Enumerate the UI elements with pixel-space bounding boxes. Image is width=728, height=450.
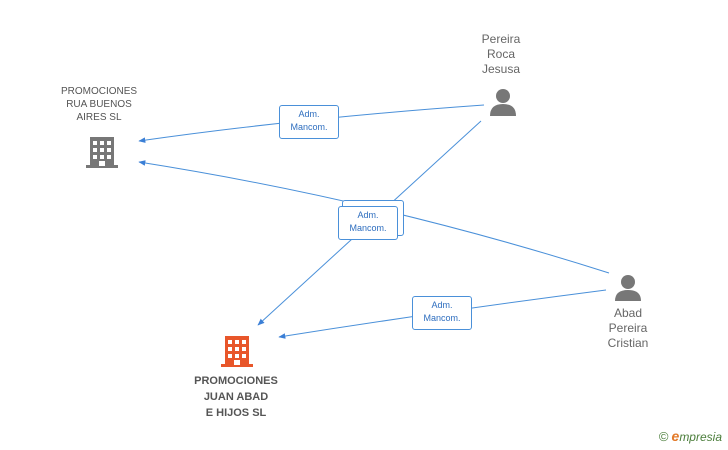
node-label-line: Jesusa [481, 62, 521, 76]
building-icon [221, 336, 253, 367]
edge-label-line: Mancom. [290, 122, 328, 132]
brand-logo-initial: e [671, 428, 680, 444]
edge-label-line: Adm. [357, 210, 379, 220]
node-label-line: Abad [613, 306, 643, 320]
edge-label-line: Adm. [431, 300, 453, 310]
copyright-symbol: © [658, 429, 669, 444]
node-label-line: Pereira [481, 32, 521, 46]
node-label-line: Cristian [607, 336, 649, 350]
node-label-line: JUAN ABAD [203, 391, 269, 403]
node-label-line: PROMOCIONES [194, 375, 278, 387]
node-label-line: RUA BUENOS [66, 99, 132, 110]
node-rua-buenos-aires[interactable]: PROMOCIONES RUA BUENOS AIRES SL [48, 85, 150, 124]
node-label-line: E HIJOS SL [205, 407, 267, 419]
person-icon [490, 89, 516, 116]
building-icon [86, 137, 118, 168]
edge-label[interactable]: Adm. Mancom. [279, 105, 339, 139]
edge-label-line: Mancom. [349, 223, 387, 233]
footer-brand: ©empresia [659, 428, 722, 444]
edge-label-line: Mancom. [423, 313, 461, 323]
edge-label[interactable]: Adm. Mancom. [412, 296, 472, 330]
edge-label-line: Adm. [298, 109, 320, 119]
node-label-line: AIRES SL [76, 112, 122, 123]
edge-label[interactable]: Adm. Mancom. [338, 206, 398, 240]
node-label-line: Roca [486, 47, 515, 61]
node-abad-pereira[interactable]: Abad Pereira Cristian [594, 306, 662, 351]
node-label-line: Pereira [608, 321, 648, 335]
brand-logo-text: mpresia [679, 430, 722, 444]
person-icon [615, 275, 641, 301]
node-pereira-roca[interactable]: Pereira Roca Jesusa [470, 32, 532, 77]
node-juan-abad[interactable]: PROMOCIONES JUAN ABAD E HIJOS SL [180, 373, 292, 421]
node-label-line: PROMOCIONES [60, 86, 138, 97]
